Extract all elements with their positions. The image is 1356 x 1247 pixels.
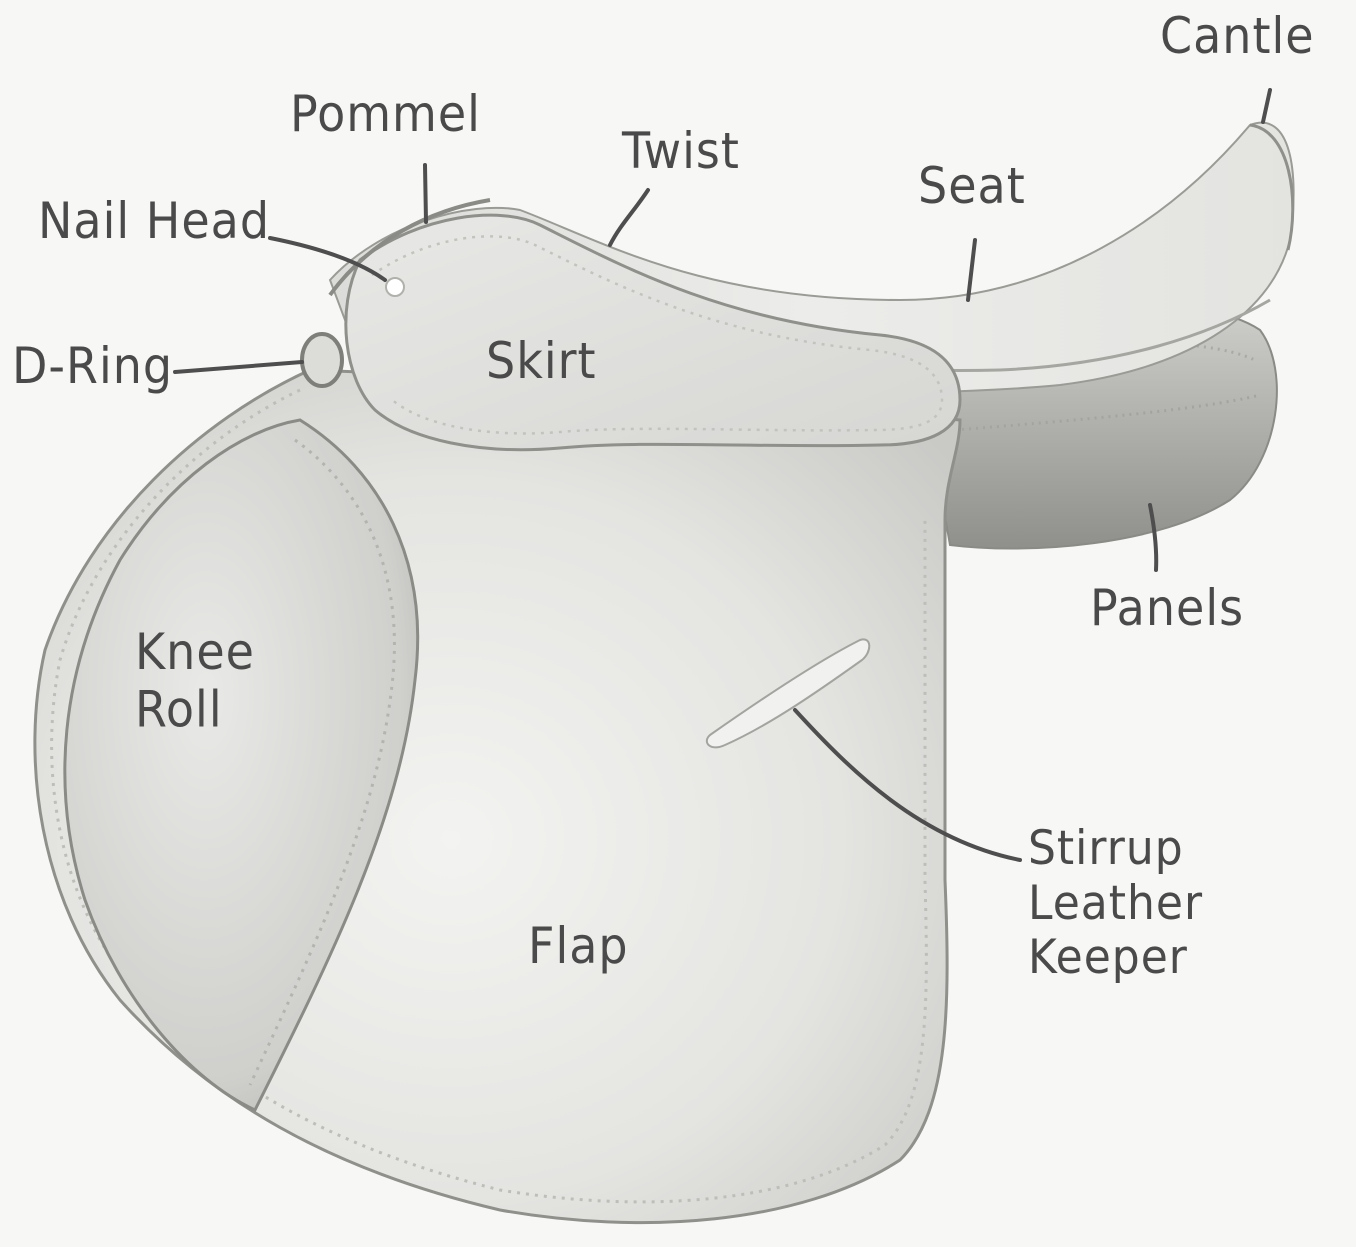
label-keeper-line-2: Leather xyxy=(1028,877,1203,932)
skirt-shape xyxy=(346,215,960,450)
leader-cantle xyxy=(1263,90,1270,122)
d-ring-shape xyxy=(302,334,342,386)
label-flap: Flap xyxy=(528,918,629,975)
label-knee-roll: Knee Roll xyxy=(135,624,255,738)
label-twist: Twist xyxy=(622,123,740,180)
label-knee-roll-line-1: Knee xyxy=(135,624,255,681)
label-cantle: Cantle xyxy=(1160,8,1315,65)
label-knee-roll-line-2: Roll xyxy=(135,681,255,738)
leader-seat xyxy=(968,240,975,300)
label-keeper-line-1: Stirrup xyxy=(1028,822,1203,877)
label-skirt: Skirt xyxy=(486,333,597,390)
label-keeper-line-3: Keeper xyxy=(1028,931,1203,986)
leader-d-ring xyxy=(175,362,302,372)
label-d-ring: D-Ring xyxy=(12,338,173,395)
nail-head-dot xyxy=(386,278,404,296)
leader-pommel xyxy=(425,165,426,222)
leader-twist xyxy=(610,190,648,245)
label-panels: Panels xyxy=(1090,580,1244,637)
label-stirrup-leather-keeper: Stirrup Leather Keeper xyxy=(1028,822,1203,986)
label-pommel: Pommel xyxy=(290,86,481,143)
label-seat: Seat xyxy=(918,158,1026,215)
label-nail-head: Nail Head xyxy=(38,193,270,250)
